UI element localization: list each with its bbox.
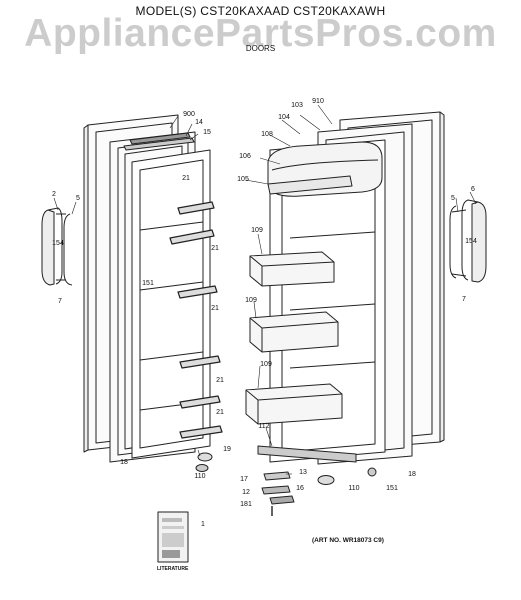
callout-151-left: 151 xyxy=(142,280,154,287)
callout-21b: 21 xyxy=(211,245,219,252)
callout-7-right: 7 xyxy=(462,296,466,303)
callout-5-right: 5 xyxy=(451,195,455,202)
right-door-bins xyxy=(245,251,343,425)
callout-109c: 109 xyxy=(260,361,272,368)
callout-16: 16 xyxy=(296,485,304,492)
callout-6: 6 xyxy=(471,186,475,193)
callout-106: 106 xyxy=(239,153,251,160)
callout-110-left: 110 xyxy=(194,473,205,480)
right-handle-assembly xyxy=(449,199,487,283)
callout-5-left: 5 xyxy=(76,195,80,202)
callout-103: 103 xyxy=(291,102,303,109)
callout-151-right: 151 xyxy=(386,485,398,492)
section-title: DOORS xyxy=(245,44,276,53)
callout-7-left: 7 xyxy=(58,298,62,305)
callout-109b: 109 xyxy=(245,297,257,304)
callout-labels: 900 14 15 21 21 21 21 21 2 5 154 7 151 1… xyxy=(52,98,477,528)
callout-109a: 109 xyxy=(251,227,263,234)
callout-108: 108 xyxy=(261,131,273,138)
callout-15: 15 xyxy=(203,129,211,136)
callout-21d: 21 xyxy=(216,377,224,384)
callout-17: 17 xyxy=(240,476,248,483)
left-door-top-hinge xyxy=(123,132,195,151)
callout-18-left: 18 xyxy=(120,459,128,466)
literature-label: LITERATURE xyxy=(157,566,189,572)
callout-110-right: 110 xyxy=(348,485,359,492)
callout-12: 12 xyxy=(242,489,250,496)
left-door-bottom-hinge xyxy=(195,452,213,472)
callout-154-left: 154 xyxy=(52,240,64,247)
callout-910: 910 xyxy=(312,98,324,105)
callout-21a: 21 xyxy=(182,175,190,182)
callout-154-right: 154 xyxy=(465,238,477,245)
callout-900: 900 xyxy=(183,111,195,118)
callout-181: 181 xyxy=(240,501,252,508)
callout-18-right: 18 xyxy=(408,471,416,478)
literature-sheet xyxy=(157,511,189,563)
callout-21e: 21 xyxy=(216,409,224,416)
left-door-shelf-rails xyxy=(169,201,223,439)
callout-21c: 21 xyxy=(211,305,219,312)
callout-19: 19 xyxy=(223,446,231,453)
right-door-bottom-trim xyxy=(257,445,357,463)
bottom-hinge-parts xyxy=(261,467,377,516)
callout-13: 13 xyxy=(299,469,307,476)
callout-1: 1 xyxy=(201,521,205,528)
callout-112: 112 xyxy=(258,423,269,430)
art-number: (ART NO. WR18073 C9) xyxy=(312,537,384,544)
model-title: MODEL(S) CST20KAXAAD CST20KAXAWH xyxy=(135,4,386,18)
right-door-dairy-compartment xyxy=(267,141,383,197)
left-handle-assembly xyxy=(41,207,73,286)
callout-104: 104 xyxy=(278,114,290,121)
callout-14: 14 xyxy=(195,119,203,126)
callout-105: 105 xyxy=(237,176,249,183)
callout-2: 2 xyxy=(52,191,56,198)
left-door-liner xyxy=(131,149,211,459)
